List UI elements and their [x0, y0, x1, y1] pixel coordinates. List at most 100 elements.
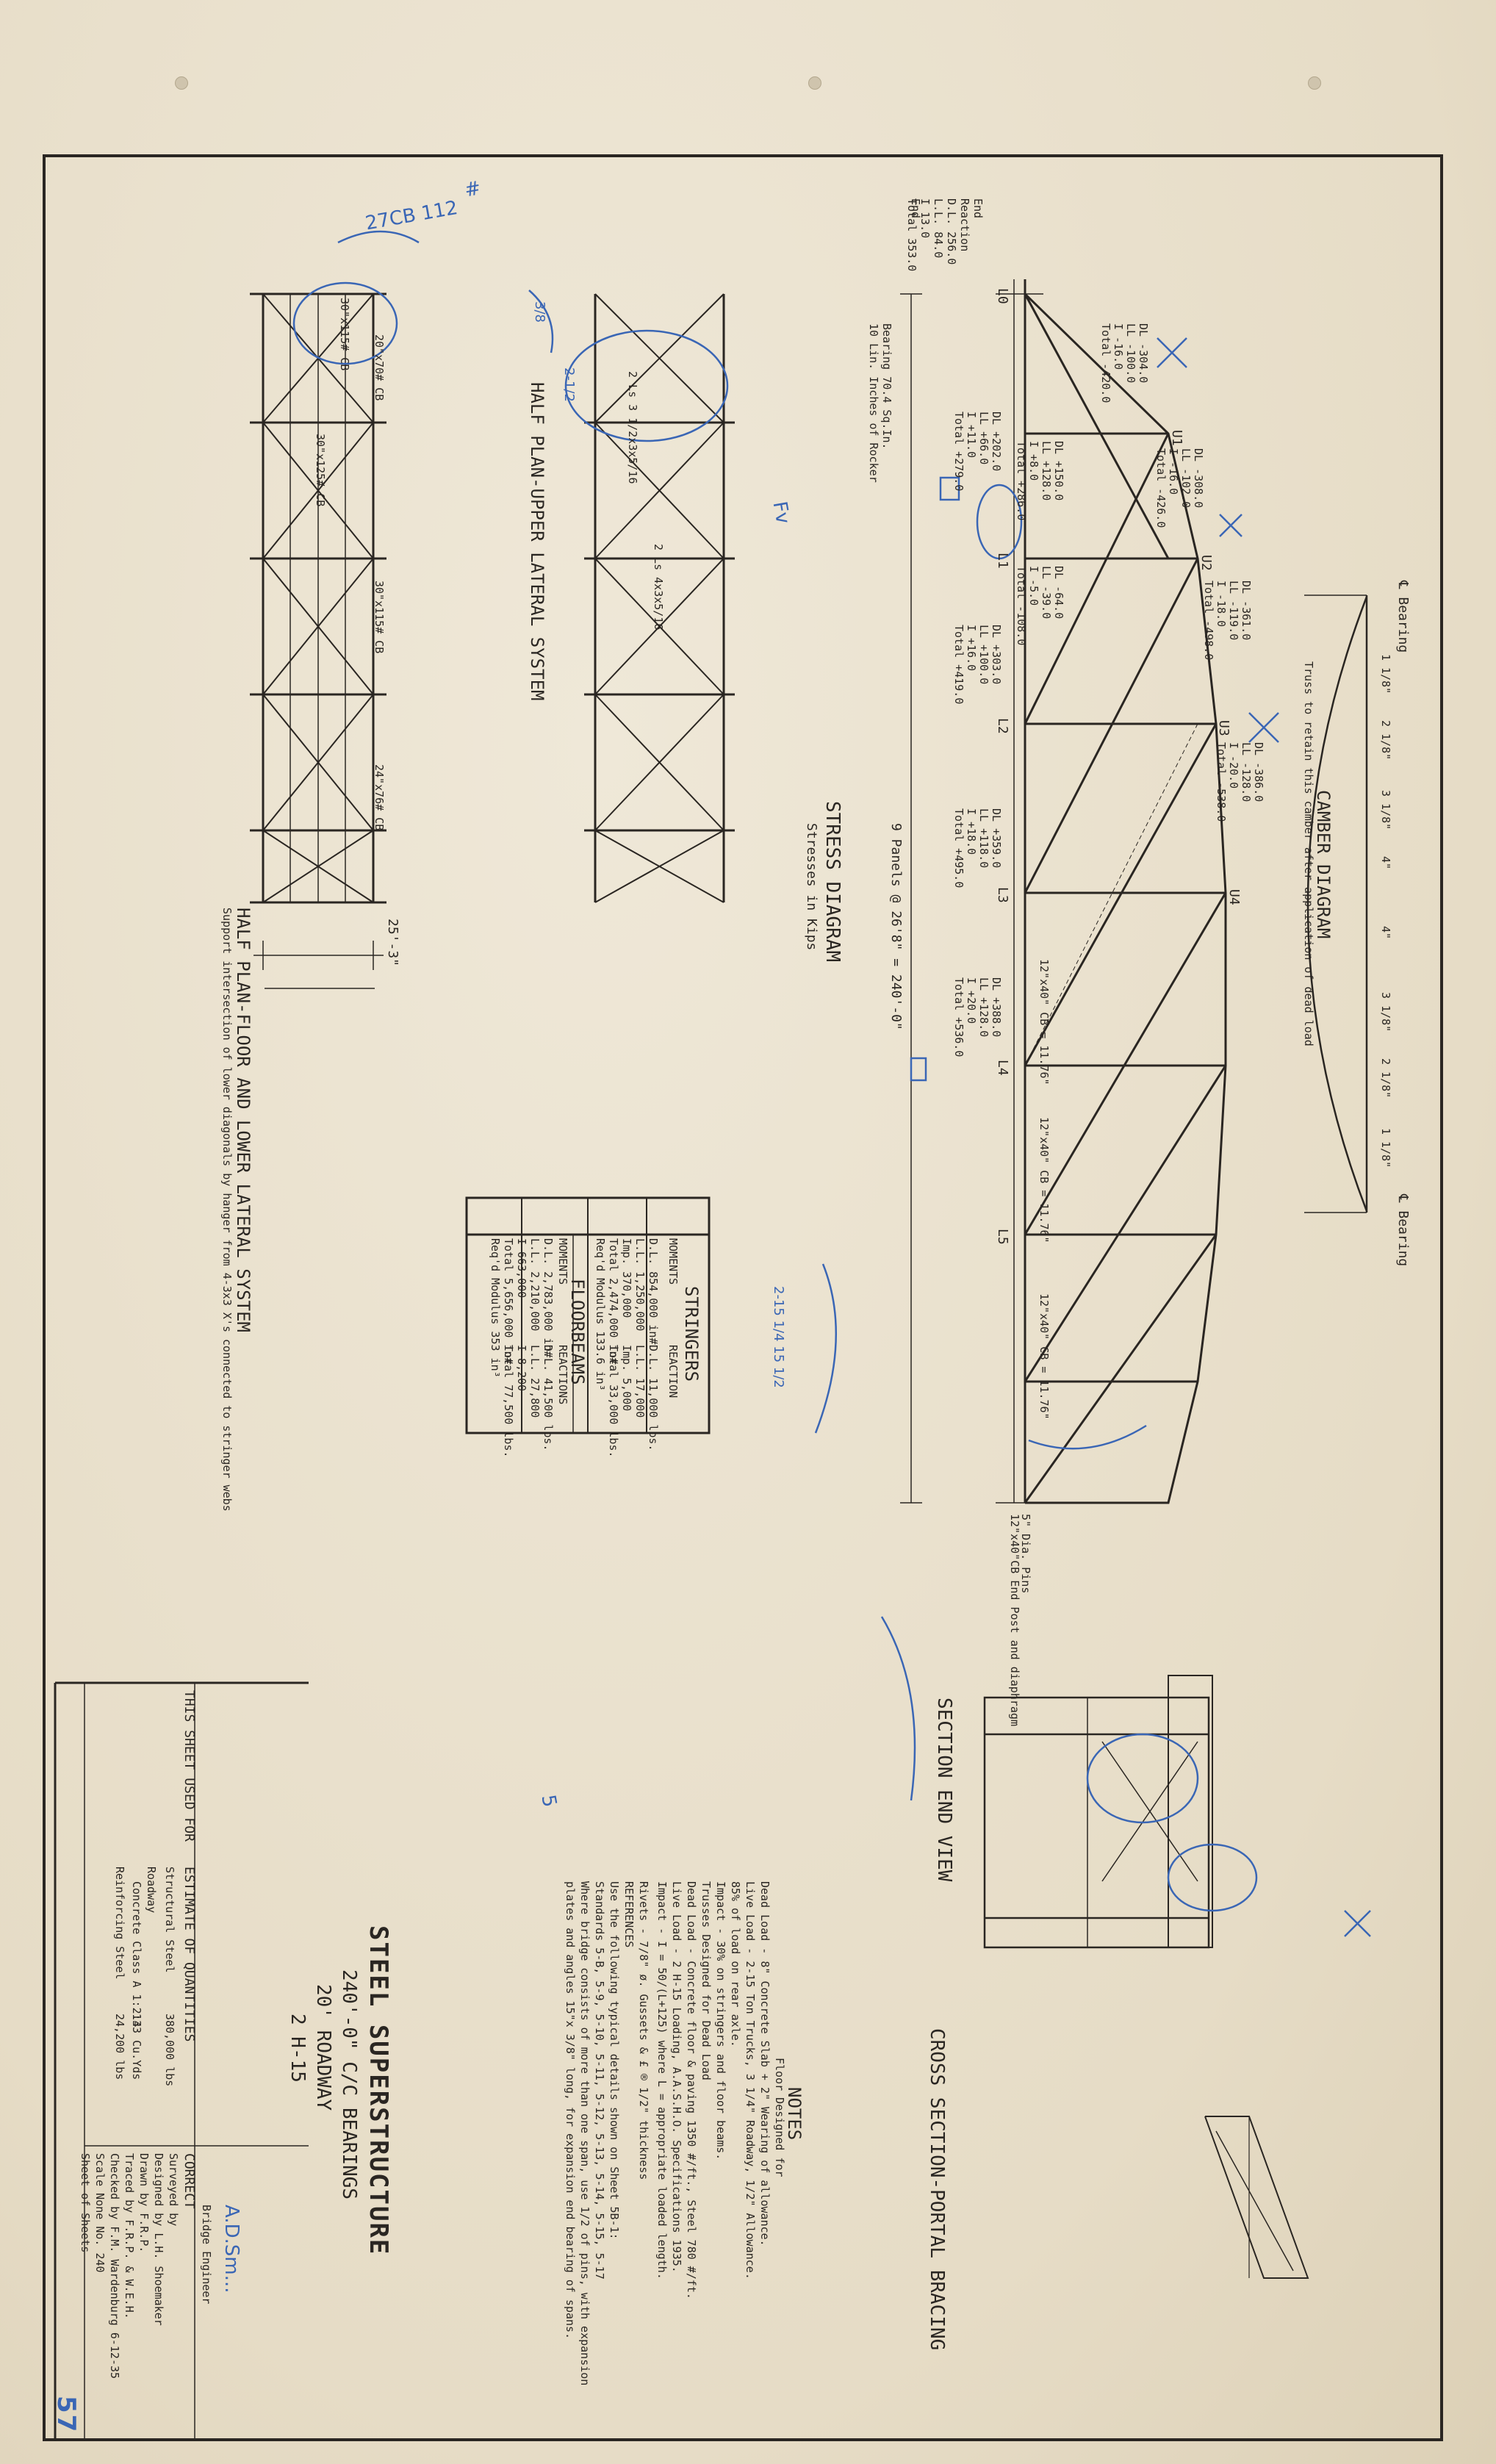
- pencil-annotations: [292, 230, 1371, 1937]
- note-line: Dead Load - Concrete floor & paving 1350…: [685, 1881, 698, 2299]
- member-stress: DL -304.0: [1137, 323, 1150, 384]
- credit-line: Sheet of Sheets: [79, 2153, 92, 2253]
- sheet-corner-number: 57: [51, 2396, 81, 2434]
- stress-diagram-title: STRESS DIAGRAM: [821, 801, 844, 963]
- lateral-tag: 24"x76# CB: [373, 764, 386, 831]
- member-stress: I +11.0: [965, 412, 978, 459]
- member-stress: DL -361.0: [1240, 581, 1253, 641]
- panels-dimension: 9 Panels @ 26'8" = 240'-0": [888, 823, 904, 1030]
- note-line: Trusses Designed for Dead Load: [700, 1881, 713, 2080]
- member-stress: LL -102.0: [1179, 448, 1193, 509]
- node-label: L5: [995, 1229, 1010, 1245]
- title-block-lines: [54, 1681, 309, 2440]
- width-dimension: 25'-3": [385, 919, 400, 967]
- note-line: Use the following typical details shown …: [608, 1881, 621, 2240]
- lateral-tag: 2 Ls 3 1/2x3x5/16: [626, 371, 639, 484]
- credit-line: Traced by F.R.P. & W.E.H.: [123, 2153, 136, 2319]
- punch-hole: [808, 76, 821, 90]
- member-stress: Total -420.0: [1099, 323, 1112, 403]
- member-stress: DL +303.0: [990, 625, 1003, 685]
- credit-line: Scale None No. 240: [93, 2153, 107, 2273]
- note-line: Rivets - 7/8" ø. Gussets & £ ® 1/2" thic…: [637, 1881, 650, 2180]
- stringers-title: STRINGERS: [681, 1286, 702, 1382]
- correct-label: CORRECT: [181, 2153, 197, 2209]
- table-grid: [465, 1196, 711, 1434]
- lateral-tag: 20"x70# CB: [373, 334, 386, 401]
- member-stress: I +16.0: [965, 625, 978, 672]
- node-label: U2: [1198, 555, 1214, 571]
- floorbeams-cell: I 663,000: [515, 1238, 528, 1299]
- end-view-drawing: [983, 1675, 1309, 2279]
- end-reaction-line: End: [971, 198, 985, 219]
- node-label: L0: [995, 288, 1010, 304]
- half-plan-upper-label: HALF PLAN-UPPER LATERAL SYSTEM: [527, 382, 547, 701]
- stringers-cell: Imp. 370,000: [620, 1238, 633, 1318]
- end-reaction-line: D.L. 256.0: [945, 198, 958, 265]
- member-stress: LL +118.0: [977, 808, 990, 869]
- end-reaction-line: Reaction: [958, 198, 971, 252]
- roadway-title: 20' ROADWAY: [312, 1984, 334, 2111]
- half-plan-lower-note: Support intersection of lower diagonals …: [220, 908, 234, 1512]
- pin-note: 5" Dia. Pins: [1019, 1514, 1032, 1594]
- punch-hole: [175, 76, 188, 90]
- lateral-tag: 30"x125# CB: [314, 434, 327, 507]
- member-stress: I +18.0: [965, 808, 978, 855]
- quantity-value: 380,000 lbs: [163, 2014, 176, 2087]
- node-label: U1: [1169, 430, 1184, 446]
- notes-heading: NOTES: [784, 2087, 805, 2141]
- member-stress: Total -498.0: [1202, 581, 1215, 661]
- note-line: REFERENCES: [622, 1881, 636, 1948]
- bearing-note: Bearing 70.4 Sq.In.: [880, 323, 893, 450]
- member-stress: LL -119.0: [1227, 581, 1240, 641]
- pencil-note: 2-1/2: [561, 367, 577, 402]
- note-line: Dead Load - 8" Concrete Slab + 2" Wearin…: [758, 1881, 772, 2246]
- member-stress: Total -538.0: [1215, 742, 1228, 822]
- stringers-cell: Imp. 5,000: [620, 1345, 633, 1412]
- camber-value: 1 1/8": [1379, 1128, 1392, 1168]
- floorbeam-tag: 12"x40" CB = 11.76": [1038, 959, 1051, 1085]
- lateral-tag: 30"x115# CB: [373, 581, 386, 654]
- bearing-label-bottom: ℄ Bearing: [1395, 1194, 1411, 1267]
- camber-value: 3 1/8": [1379, 790, 1392, 830]
- member-stress: DL +202.0: [990, 412, 1003, 472]
- note-line: Standards 5-B, 5-9, 5-10, 5-11, 5-12, 5-…: [593, 1881, 606, 2280]
- member-stress: DL +388.0: [990, 977, 1003, 1038]
- member-stress: Total +279.0: [952, 412, 965, 492]
- end-reaction-line: L.L. 84.0: [932, 198, 945, 259]
- stringers-cell: L.L. 17,000: [633, 1345, 647, 1418]
- cross-section-label: CROSS SECTION-PORTAL BRACING: [926, 2028, 948, 2351]
- lateral-tag: 30"x115# CB: [338, 298, 351, 371]
- main-title: STEEL SUPERSTRUCTURE: [364, 1925, 393, 2256]
- member-stress: LL -39.0: [1040, 566, 1053, 619]
- member-stress: Total -426.0: [1154, 448, 1168, 528]
- credit-line: Designed by L.H. Shoemaker: [152, 2153, 165, 2326]
- sheet-title: 2 H-15: [287, 2014, 309, 2083]
- note-line: Live Load - 2 H-15 Loading, A.A.S.H.O. S…: [670, 1881, 683, 2273]
- quantity-item: Roadway: [145, 1867, 158, 1914]
- stringers-cell: Req'd Modulus 133.6 in³: [594, 1238, 607, 1391]
- note-line: Live Load - 2-15 Ton Trucks, 3 1/4" Road…: [744, 1881, 757, 2280]
- stringers-cell: L.L. 1,250,000: [633, 1238, 647, 1332]
- member-stress: DL +359.0: [990, 808, 1003, 869]
- node-label: L1: [995, 553, 1010, 569]
- pencil-note: Fv: [768, 500, 794, 526]
- member-stress: I -5.0: [1027, 566, 1040, 606]
- bearing-note: 10 Lin. Inches of Rocker: [867, 323, 880, 483]
- member-stress: DL -64.0: [1052, 566, 1065, 619]
- note-line: 85% of load on rear axle.: [729, 1881, 742, 2047]
- used-for-label: THIS SHEET USED FOR: [181, 1690, 197, 1842]
- lateral-tag: 2 Ls 4x3x5/16: [652, 544, 665, 631]
- punch-hole: [1308, 76, 1321, 90]
- floorbeams-cell: D.L. 2,783,000 in#: [542, 1238, 555, 1358]
- half-plan-upper-drawing: [584, 293, 735, 903]
- camber-value: 4": [1379, 856, 1392, 870]
- member-stress: DL -308.0: [1192, 448, 1205, 509]
- member-stress: LL +66.0: [977, 412, 990, 465]
- camber-value: 2 1/8": [1379, 1058, 1392, 1099]
- node-label: U3: [1216, 720, 1231, 736]
- credit-line: Drawn by F.R.P.: [137, 2153, 151, 2253]
- camber-note: Truss to retain this camber after applic…: [1302, 661, 1315, 1046]
- node-label: U4: [1226, 889, 1242, 905]
